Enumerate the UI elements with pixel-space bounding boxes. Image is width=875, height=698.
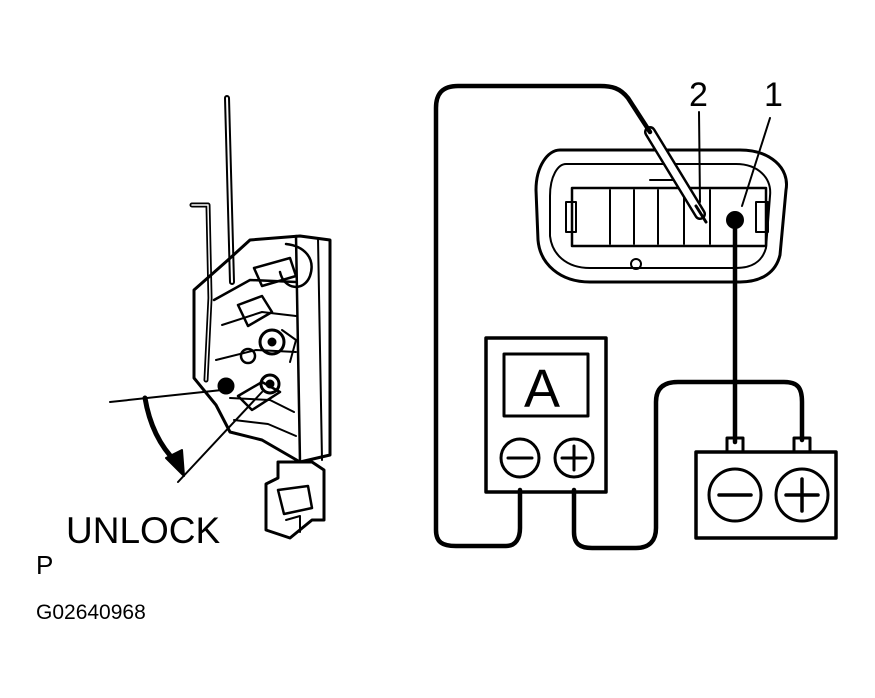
- ammeter-positive-icon: [553, 437, 595, 479]
- ammeter-label: A: [524, 359, 561, 419]
- ammeter: [484, 336, 608, 494]
- figure-code: G02640968: [36, 601, 146, 624]
- unlock-arrow: [142, 395, 185, 477]
- battery-negative-icon: [707, 467, 763, 523]
- p-label: P: [36, 550, 54, 580]
- connector: [534, 148, 788, 284]
- battery-positive-icon: [774, 467, 830, 523]
- unlock-label: UNLOCK: [66, 510, 221, 551]
- terminal-2-label: 2: [689, 76, 708, 114]
- terminal-2-probe: [644, 126, 708, 224]
- battery: [694, 436, 838, 540]
- door-lock-assembly: [109, 95, 332, 540]
- terminal-1-label: 1: [764, 76, 783, 114]
- terminal-2-leader: [698, 111, 701, 203]
- terminal-1-leader: [741, 117, 771, 207]
- wires: [433, 83, 805, 551]
- ammeter-negative-icon: [499, 437, 541, 479]
